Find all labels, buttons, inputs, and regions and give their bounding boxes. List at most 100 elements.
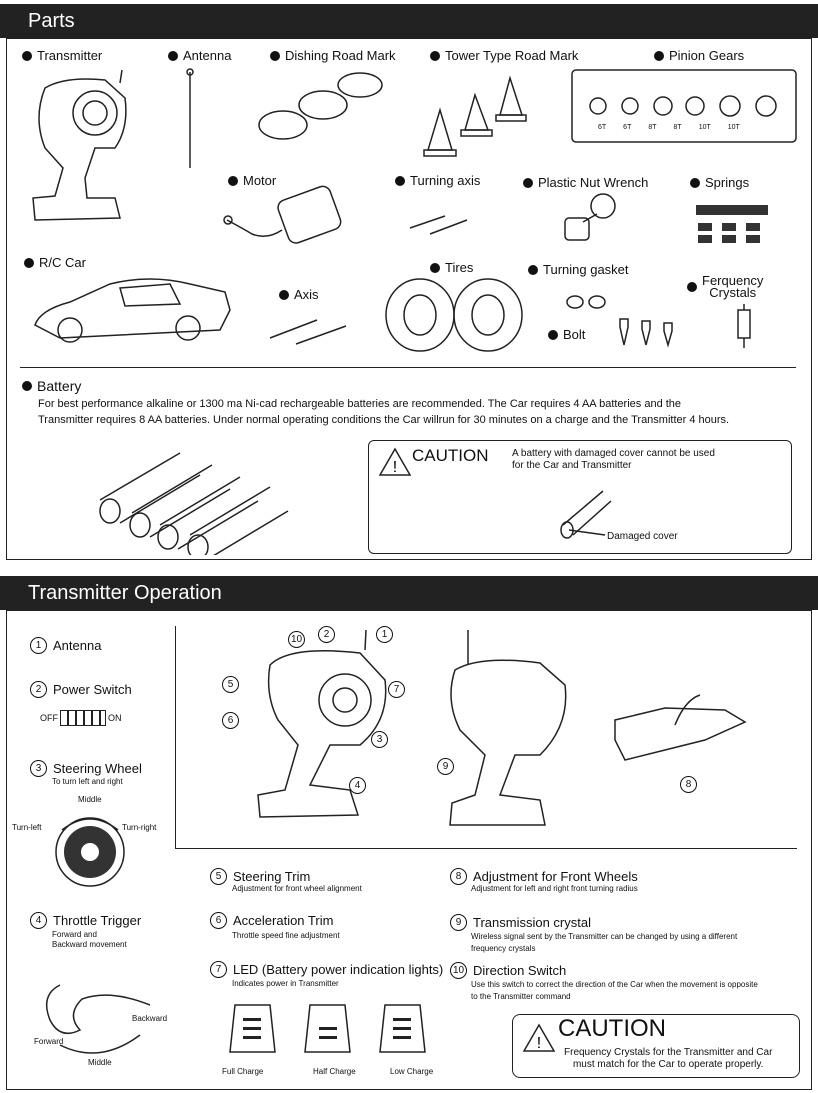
transmitter-side-illustration [449,630,567,826]
trans-crystal-sub: Wireless signal sent by the Transmitter … [471,931,737,955]
trans-crystal-sub-line1: Wireless signal sent by the Transmitter … [471,932,738,941]
number-badge: 5 [210,868,227,885]
springs-illustration [696,205,768,243]
rc-car-text: R/C Car [39,255,86,270]
dishing-road-mark-illustration [258,72,383,140]
accel-trim-sub: Throttle speed fine adjustment [232,931,340,940]
number-badge: 4 [30,912,47,929]
battery-title: Battery [37,378,82,394]
bolt-label: Bolt [548,327,585,342]
tower-road-mark-illustration [423,75,527,157]
transmitter-text: Transmitter [37,48,103,63]
bolt-illustration [619,318,673,348]
gear-label: 8T [673,124,682,131]
marker-10: 10 [288,631,305,648]
transmitter-front-illustration [257,629,387,818]
number-badge: 1 [30,637,47,654]
parts-header: Parts [0,4,818,38]
power-switch-toggle[interactable] [60,710,106,726]
motor-label: Motor [228,173,276,188]
parts-divider [20,367,796,368]
throttle-sub: Forward and Backward movement [52,930,127,950]
transmitter-diagram-area [175,626,797,849]
battery-caution-line1: A battery with damaged cover cannot be u… [512,448,715,459]
gear-label: 6T [623,124,632,131]
off-label: OFF [40,713,58,723]
marker-6: 6 [222,712,239,729]
motor-illustration [223,185,342,244]
bullet-icon [523,177,533,188]
trans-crystal-sub-line2: frequency crystals [471,944,536,953]
gear-label: 10T [698,124,711,131]
dishing-road-mark-label: Dishing Road Mark [270,48,396,63]
battery-text-line1: For best performance alkaline or 1300 ma… [38,398,682,410]
frequency-crystals-line1: Ferquency [702,273,764,288]
number-badge: 9 [450,914,467,931]
steering-trim-sub: Adjustment for front wheel alignment [232,884,362,893]
led-indicators-illustration [229,1004,426,1053]
marker-9: 9 [437,758,454,775]
axis-label: Axis [279,287,319,302]
bullet-icon [690,177,700,188]
battery-caution-title: CAUTION [412,446,489,465]
tires-text: Tires [445,260,474,275]
frequency-caution-text: Frequency Crystals for the Transmitter a… [564,1047,772,1071]
pinion-gears-illustration [571,69,797,143]
forward-label: Forward [34,1037,64,1046]
op-antenna-text: Antenna [53,638,102,653]
antenna-label: Antenna [168,48,231,63]
battery-caution-text: A battery with damaged cover cannot be u… [512,448,715,472]
bullet-icon [168,50,178,61]
damaged-cover-label: Damaged cover [607,531,678,542]
adj-front-text: Adjustment for Front Wheels [473,869,638,884]
transmitter-operation-frame [6,610,812,1090]
marker-7: 7 [388,681,405,698]
transmitter-operation-header: Transmitter Operation [0,576,818,610]
direction-switch-sub: Use this switch to correct the direction… [471,979,758,1003]
turning-axis-label: Turning axis [395,173,480,188]
rc-car-illustration [34,278,231,343]
warning-triangle-icon: ! [378,447,412,476]
steering-wheel-illustration [55,817,125,887]
marker-1: 1 [376,626,393,643]
damaged-battery-illustration [560,490,612,539]
turn-right-label: Turn-right [122,823,157,832]
turning-axis-illustration [409,215,468,235]
battery-label: Battery [22,378,81,394]
accel-trim-text: Acceleration Trim [233,913,334,928]
battery-text-line2: Transmitter requires 8 AA batteries. Und… [38,414,730,426]
led-sub: Indicates power in Transmitter [232,979,339,988]
frequency-crystals-illustration [737,304,751,348]
adj-front-sub: Adjustment for left and right front turn… [471,884,638,893]
turning-gasket-text: Turning gasket [543,262,629,277]
bullet-icon [430,50,440,61]
full-charge-label: Full Charge [222,1067,264,1076]
on-label: ON [108,713,122,723]
bullet-icon [279,289,289,300]
backward-label: Backward [132,1014,168,1023]
turning-axis-text: Turning axis [410,173,481,188]
battery-caution-line2: for the Car and Transmitter [512,460,632,471]
power-switch-text: Power Switch [53,682,132,697]
frequency-caution-line1: Frequency Crystals for the Transmitter a… [564,1047,773,1058]
op-antenna-label: 1 Antenna [30,637,101,654]
springs-text: Springs [705,175,750,190]
tires-label: Tires [430,260,473,275]
transmitter-label: Transmitter [22,48,102,63]
frequency-caution-box [512,1014,800,1078]
bullet-icon [24,257,34,268]
plastic-nut-wrench-text: Plastic Nut Wrench [538,175,649,190]
trans-crystal-text: Transmission crystal [473,915,591,930]
warning-triangle-icon: ! [522,1023,556,1052]
direction-sub-line2: to the Transmitter command [471,992,571,1001]
battery-description: For best performance alkaline or 1300 ma… [38,396,808,428]
throttle-middle-label: Middle [88,1058,112,1067]
bullet-icon [270,50,280,61]
marker-8: 8 [680,776,697,793]
plastic-nut-wrench-label: Plastic Nut Wrench [523,175,648,190]
throttle-trigger-illustration [45,984,151,1054]
svg-text:!: ! [537,1035,541,1052]
